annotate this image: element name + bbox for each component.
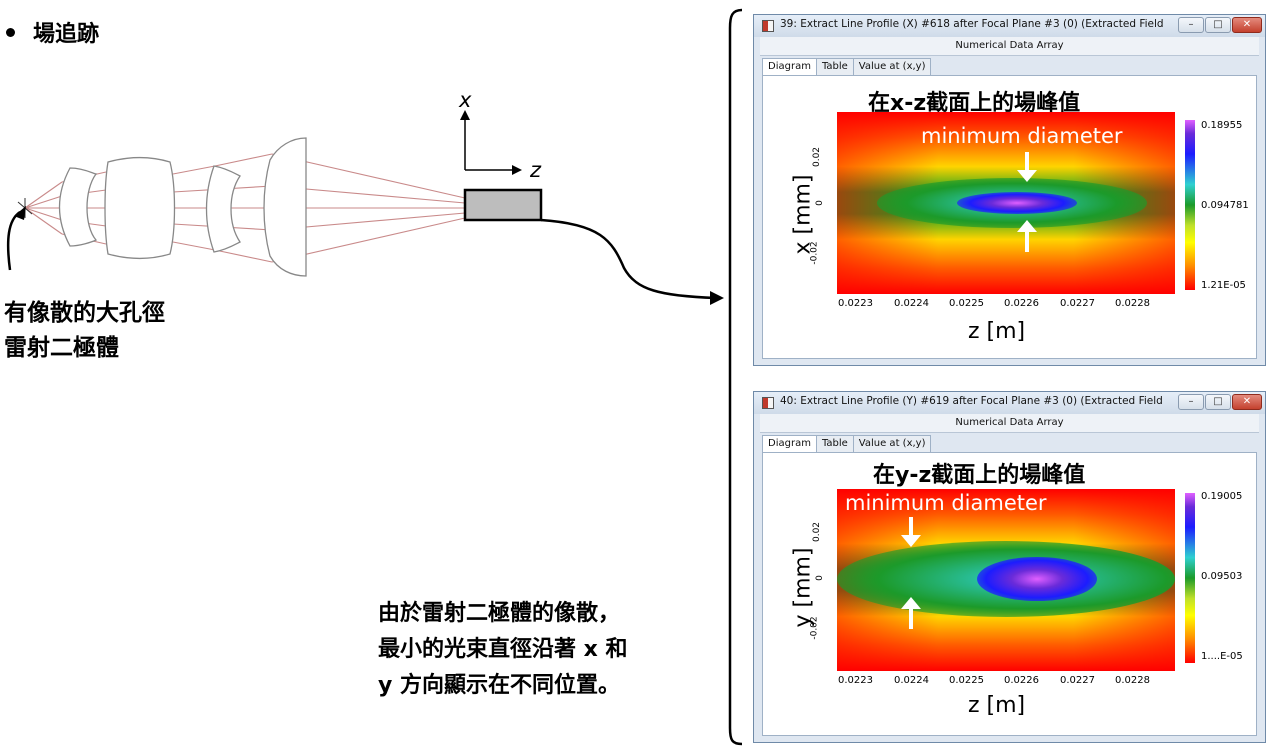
- x-tick: 0.0224: [894, 675, 929, 686]
- bullet-dot: [6, 27, 15, 37]
- tab-value-at-xy[interactable]: Value at (x,y): [852, 435, 932, 453]
- tab-value-at-xy[interactable]: Value at (x,y): [852, 58, 932, 76]
- title-bar[interactable]: 40: Extract Line Profile (Y) #619 after …: [754, 392, 1265, 414]
- plano-convex-lens: [263, 137, 307, 277]
- annotation-minimum-diameter: minimum diameter: [921, 124, 1123, 148]
- x-tick: 0.0226: [1004, 298, 1039, 309]
- ray-bundle: [24, 153, 466, 263]
- minimize-button[interactable]: –: [1178, 394, 1204, 410]
- y-tick: 0: [814, 200, 825, 206]
- bracket: [728, 8, 743, 746]
- colorbar-mid: 0.094781: [1201, 200, 1249, 211]
- diagram-panel: 在x-z截面上的場峰值 minimum diameter 0.02 0 -0.0…: [762, 75, 1257, 359]
- colorbar-max: 0.19005: [1201, 491, 1243, 502]
- colorbar-mid: 0.09503: [1201, 571, 1243, 582]
- plot-title: 在x-z截面上的場峰值: [868, 91, 1081, 116]
- y-axis-label: x [mm]: [790, 174, 816, 255]
- x-axis-label: z [m]: [968, 693, 1026, 718]
- x-tick: 0.0227: [1060, 298, 1095, 309]
- window-title: 40: Extract Line Profile (Y) #619 after …: [780, 395, 1165, 407]
- window-title: 39: Extract Line Profile (X) #618 after …: [780, 18, 1165, 30]
- astigmatism-note: 由於雷射二極體的像散， 最小的光束直徑沿著 x 和 y 方向顯示在不同位置。: [378, 596, 628, 704]
- colorbar: [1185, 493, 1195, 663]
- y-tick: 0.02: [812, 146, 823, 168]
- maximize-button[interactable]: □: [1205, 394, 1231, 410]
- up-arrow: [901, 597, 921, 629]
- window-x-profile: 39: Extract Line Profile (X) #618 after …: [753, 14, 1266, 366]
- x-tick: 0.0225: [949, 675, 984, 686]
- colorbar-min: 1....E-05: [1201, 651, 1243, 662]
- meniscus-lens-1: [58, 167, 98, 247]
- y-tick: 0: [814, 575, 825, 581]
- y-tick: 0.02: [812, 521, 823, 543]
- zoom-arrow: [540, 218, 717, 300]
- window-y-profile: 40: Extract Line Profile (Y) #619 after …: [753, 391, 1266, 743]
- x-axis-label: x: [459, 88, 472, 112]
- source-caption-line2: 雷射二極體: [4, 335, 119, 361]
- minimize-button[interactable]: –: [1178, 17, 1204, 33]
- app-icon: [762, 397, 774, 409]
- focal-region-box: [463, 188, 543, 222]
- x-tick: 0.0223: [838, 675, 873, 686]
- x-tick: 0.0225: [949, 298, 984, 309]
- app-icon: [762, 20, 774, 32]
- thick-lens: [104, 156, 176, 260]
- subheader: Numerical Data Array: [760, 414, 1259, 433]
- x-tick: 0.0226: [1004, 675, 1039, 686]
- title-bar[interactable]: 39: Extract Line Profile (X) #618 after …: [754, 15, 1265, 37]
- beam-waist: [957, 192, 1077, 214]
- x-axis-label: z [m]: [968, 319, 1026, 344]
- source-caption-line1: 有像散的大孔徑: [4, 300, 165, 326]
- close-button[interactable]: ✕: [1232, 17, 1262, 33]
- colorbar: [1185, 120, 1195, 290]
- note-line2: 最小的光束直徑沿著 x 和: [378, 637, 628, 662]
- note-line1: 由於雷射二極體的像散，: [378, 601, 621, 626]
- x-tick: 0.0228: [1115, 298, 1150, 309]
- down-arrow: [901, 517, 921, 549]
- x-tick: 0.0227: [1060, 675, 1095, 686]
- down-arrow: [1017, 152, 1037, 184]
- maximize-button[interactable]: □: [1205, 17, 1231, 33]
- x-tick: 0.0228: [1115, 675, 1150, 686]
- heatmap[interactable]: minimum diameter: [837, 112, 1175, 294]
- z-axis-label: z: [530, 158, 542, 182]
- source-caption: 有像散的大孔徑 雷射二極體: [4, 296, 165, 366]
- optical-system-diagram: [6, 110, 724, 305]
- up-arrow: [1017, 220, 1037, 252]
- note-line3: y 方向顯示在不同位置。: [378, 673, 621, 698]
- subheader: Numerical Data Array: [760, 37, 1259, 56]
- bullet-text: 場追跡: [33, 22, 100, 47]
- meniscus-lens-2: [205, 165, 241, 253]
- heatmap[interactable]: minimum diameter: [837, 489, 1175, 671]
- annotation-minimum-diameter: minimum diameter: [845, 491, 1047, 515]
- diagram-panel: 在y-z截面上的場峰值 minimum diameter 0.02 0 -0.0…: [762, 452, 1257, 736]
- close-button[interactable]: ✕: [1232, 394, 1262, 410]
- source-pointer-arrow: [6, 210, 21, 271]
- x-tick: 0.0223: [838, 298, 873, 309]
- tab-table[interactable]: Table: [815, 58, 854, 76]
- x-tick: 0.0224: [894, 298, 929, 309]
- plot-title: 在y-z截面上的場峰值: [873, 463, 1086, 488]
- colorbar-max: 0.18955: [1201, 120, 1243, 131]
- colorbar-min: 1.21E-05: [1201, 280, 1246, 291]
- y-axis-label: y [mm]: [790, 547, 816, 628]
- tab-table[interactable]: Table: [815, 435, 854, 453]
- beam-waist: [977, 557, 1097, 601]
- bullet-item: 場追跡: [6, 16, 99, 48]
- tab-bar: Diagram Table Value at (x,y): [762, 435, 932, 454]
- tab-bar: Diagram Table Value at (x,y): [762, 58, 932, 77]
